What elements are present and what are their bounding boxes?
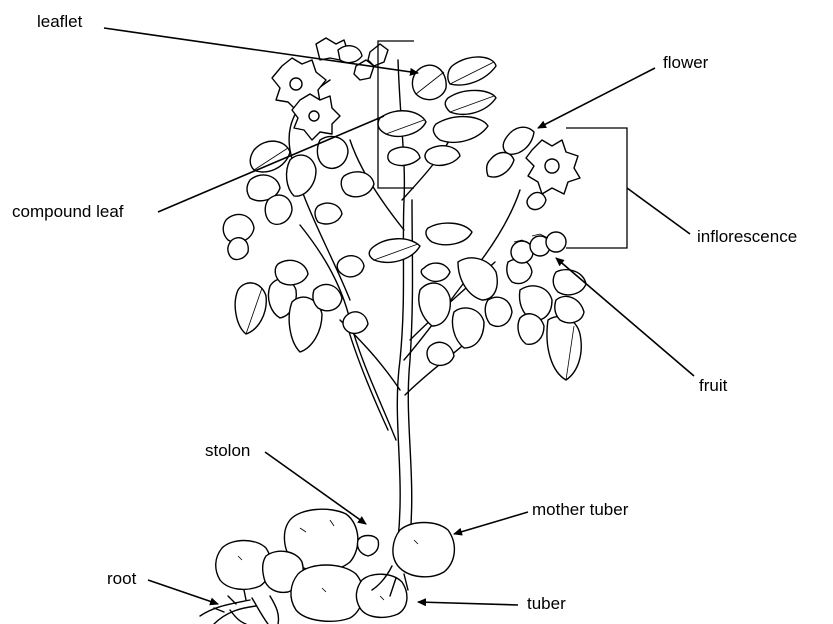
inflorescence-bracket xyxy=(566,128,627,248)
compound-leaf-label: compound leaf xyxy=(12,203,124,220)
leaves xyxy=(223,57,586,380)
tuber-label: tuber xyxy=(527,595,566,612)
flower-label: flower xyxy=(663,54,708,71)
root-pointer xyxy=(148,580,218,604)
fruits xyxy=(511,232,566,263)
stolon-label: stolon xyxy=(205,442,250,459)
fruit-label: fruit xyxy=(699,377,727,394)
tubers xyxy=(216,509,455,621)
root-label: root xyxy=(107,570,136,587)
leaflet-label: leaflet xyxy=(37,13,82,30)
flowers xyxy=(272,38,580,210)
tuber-pointer xyxy=(418,602,518,605)
inflorescence-pointer xyxy=(627,188,690,234)
inflorescence-label: inflorescence xyxy=(697,228,797,245)
mother-tuber-label: mother tuber xyxy=(532,501,628,518)
flower-pointer xyxy=(538,68,655,128)
mother-tuber-pointer xyxy=(454,512,528,534)
